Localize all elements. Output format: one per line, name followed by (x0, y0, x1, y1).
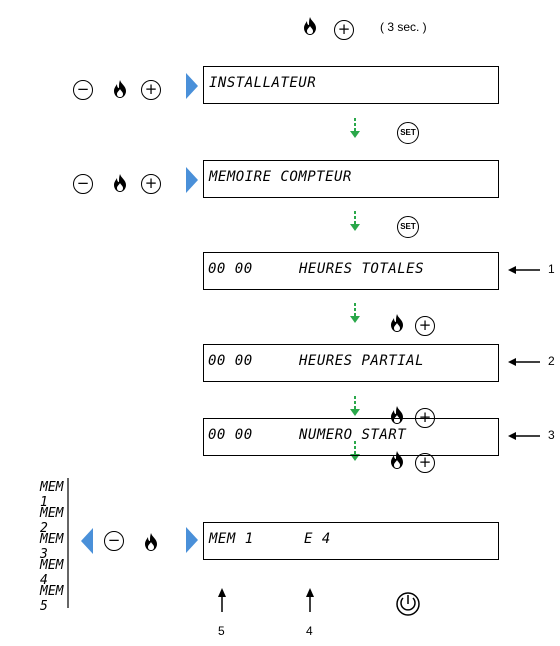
up-arrow-5 (218, 588, 226, 612)
screen-text: INSTALLATEUR (209, 75, 317, 91)
screen-text: HEURES TOTALES (299, 261, 425, 277)
callout-number: 5 (218, 624, 225, 638)
blue-arrow-right-icon (186, 167, 198, 193)
callout-number: 4 (306, 624, 313, 638)
screen-value: MEM 1 (209, 531, 254, 547)
set-button[interactable]: SET (397, 216, 419, 238)
screen-text: NUMERO START (299, 427, 407, 443)
green-arrow-down-icon (349, 210, 361, 232)
flame-icon (145, 533, 157, 551)
green-arrow-down-icon (349, 117, 361, 139)
memory-item: MEM 1 (40, 480, 64, 510)
memory-item: MEM 4 (40, 558, 64, 588)
callout-arrow-3 (508, 432, 540, 440)
lcd-screen-memory: MEM 1 E 4 (203, 522, 499, 560)
plus-button[interactable]: + (415, 316, 435, 336)
minus-button[interactable]: − (73, 174, 93, 194)
lcd-screen-heures-totales: 00 00 HEURES TOTALES (203, 252, 499, 290)
callout-number: 3 (548, 428, 555, 442)
minus-button[interactable]: − (73, 80, 93, 100)
flame-icon (114, 174, 126, 192)
flame-icon (304, 17, 316, 35)
screen-value: 00 00 (208, 427, 253, 443)
blue-arrow-right-icon (186, 527, 198, 553)
minus-button[interactable]: − (104, 531, 124, 551)
callout-number: 1 (548, 262, 555, 276)
green-arrow-down-icon (349, 302, 361, 324)
flame-icon (391, 314, 403, 332)
power-icon (396, 592, 420, 616)
blue-arrow-right-icon (186, 73, 198, 99)
memory-item: MEM 3 (40, 532, 64, 562)
screen-text: HEURES PARTIAL (299, 353, 425, 369)
lcd-screen-heures-partial: 00 00 HEURES PARTIAL (203, 344, 499, 382)
lcd-screen-numero-start: 00 00 NUMERO START (203, 418, 499, 456)
plus-button[interactable]: + (141, 174, 161, 194)
plus-button[interactable]: + (334, 20, 354, 40)
screen-text: MEMOIRE COMPTEUR (209, 169, 352, 185)
green-arrow-down-icon (349, 395, 361, 417)
screen-text: E 4 (304, 531, 331, 547)
plus-button[interactable]: + (415, 453, 435, 473)
flame-icon (114, 80, 126, 98)
lcd-screen-installateur: INSTALLATEUR (203, 66, 499, 104)
up-arrow-4 (306, 588, 314, 612)
memory-item: MEM 5 (40, 584, 64, 614)
lcd-screen-memoire-compteur: MEMOIRE COMPTEUR (203, 160, 499, 198)
screen-value: 00 00 (208, 353, 253, 369)
screen-value: 00 00 (208, 261, 253, 277)
callout-arrow-1 (508, 266, 540, 274)
memory-item: MEM 2 (40, 506, 64, 536)
plus-button[interactable]: + (141, 80, 161, 100)
callout-number: 2 (548, 354, 555, 368)
set-button[interactable]: SET (397, 122, 419, 144)
hold-duration-label: ( 3 sec. ) (380, 20, 427, 34)
blue-arrow-left-icon (81, 528, 93, 554)
callout-arrow-2 (508, 358, 540, 366)
